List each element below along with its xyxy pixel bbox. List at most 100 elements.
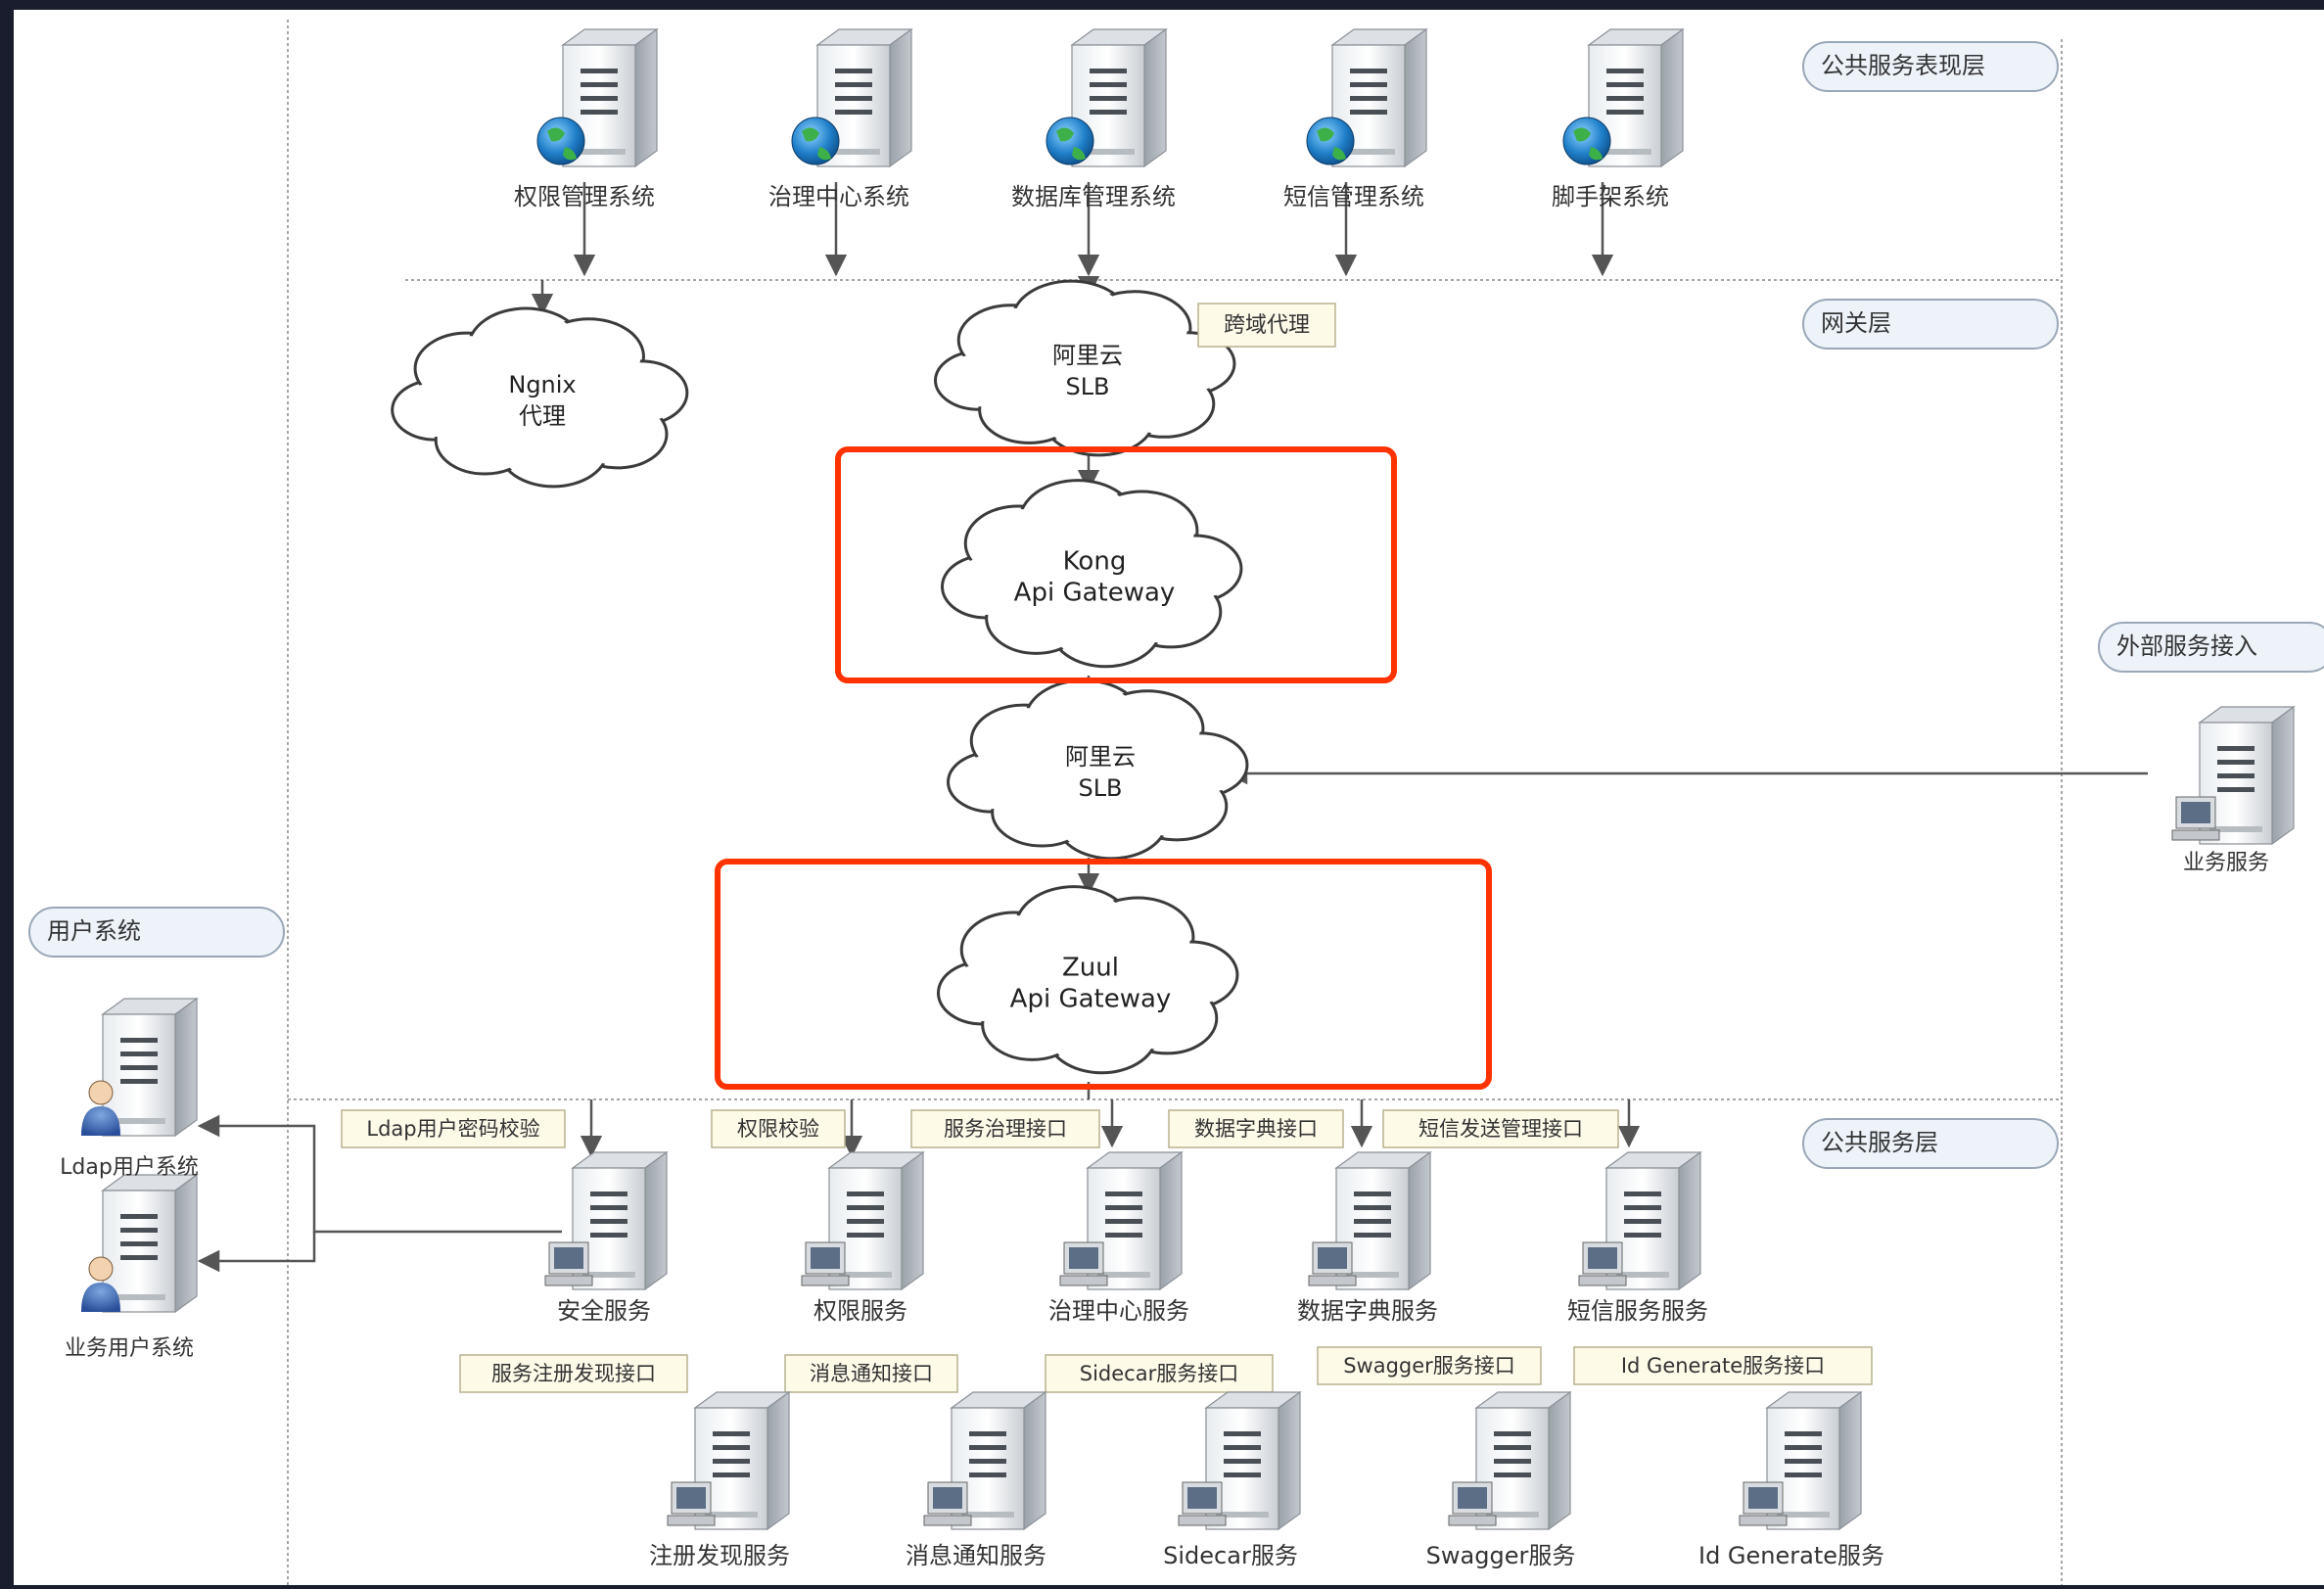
service-server-row1-4 [1308,1150,1432,1291]
diagram-canvas: 公共服务表现层网关层外部服务接入用户系统公共服务层 权限管理系统 治理中心系统 数据库… [14,10,2324,1585]
layer-pill-presentation-text: 公共服务表现层 [1821,52,1985,79]
interface-label-mid-1-text: 服务注册发现接口 [491,1362,656,1385]
interface-label-mid-1 [459,1354,688,1393]
top-system-server-4 [1306,27,1428,168]
top-system-server-3 [1046,27,1168,168]
interface-label-top-5-text: 短信发送管理接口 [1418,1117,1583,1141]
layer-pill-public-service-text: 公共服务层 [1821,1129,1938,1156]
cloud-zuul-text-1: Zuul [1062,954,1119,983]
interface-label-mid-5 [1573,1346,1873,1385]
service-label-row2-4: Swagger服务 [1426,1542,1576,1569]
top-system-label-1: 权限管理系统 [514,183,655,210]
service-server-row1-2 [801,1150,925,1291]
external-server-label: 业务服务 [2183,851,2269,875]
layer-pill-external [2098,622,2324,673]
layer-pill-public-service [1802,1118,2059,1169]
layer-pill-external-text: 外部服务接入 [2116,632,2257,660]
interface-label-top-4 [1168,1109,1344,1148]
link-security-to-business-user [197,1232,316,1273]
user-icon [88,1080,114,1105]
service-server-row2-2 [923,1390,1047,1531]
interface-label-top-4-text: 数据字典接口 [1194,1117,1318,1141]
link-security-to-ldap [197,1114,562,1234]
cloud-kong-text-1: Kong [1063,547,1127,577]
cloud-slb-top [934,279,1236,457]
interface-label-mid-4-text: Swagger服务接口 [1343,1354,1515,1378]
service-label-row1-5: 短信服务服务 [1567,1297,1708,1325]
cloud-zuul-text-2: Api Gateway [1010,985,1172,1014]
cloud-slb-top-text-2: SLB [1065,373,1109,400]
service-server-row2-4 [1448,1390,1572,1531]
interface-label-mid-2-text: 消息通知接口 [810,1362,933,1385]
layer-pill-gateway-text: 网关层 [1821,309,1891,337]
service-server-row1-3 [1059,1150,1184,1291]
cloud-nginx-text-2: 代理 [519,402,566,430]
interface-label-top-2-text: 权限校验 [737,1117,819,1141]
cloud-slb-mid-text-1: 阿里云 [1065,743,1136,771]
service-label-row1-4: 数据字典服务 [1297,1297,1438,1325]
service-label-row2-2: 消息通知服务 [906,1542,1046,1569]
service-server-row1-5 [1578,1150,1702,1291]
service-server-row2-3 [1178,1390,1302,1531]
external-business-server [2171,705,2296,846]
connector-layer [197,20,2148,1585]
interface-label-mid-3-text: Sidecar服务接口 [1080,1362,1238,1385]
service-label-row1-1: 安全服务 [557,1297,651,1325]
layer-pill-gateway [1802,299,2059,350]
layer-pill-user-system [28,907,285,958]
kong-highlight-box [835,446,1397,683]
globe-icon [1046,117,1094,165]
cloud-slb-mid-text-2: SLB [1078,774,1122,802]
top-system-label-4: 短信管理系统 [1283,183,1424,210]
interface-label-mid-4 [1317,1346,1542,1385]
interface-label-top-3 [910,1109,1100,1148]
cloud-nginx [391,306,689,489]
top-system-server-1 [536,27,659,168]
service-label-row1-2: 权限服务 [813,1297,907,1325]
interface-label-mid-2 [784,1354,958,1393]
service-label-row1-3: 治理中心服务 [1048,1297,1189,1325]
cloud-slb-top-text-1: 阿里云 [1052,342,1123,369]
globe-icon [536,117,585,165]
interface-label-mid-3 [1045,1354,1274,1393]
service-label-row2-1: 注册发现服务 [649,1542,790,1569]
interface-label-top-3-text: 服务治理接口 [944,1117,1067,1141]
interface-label-top-1-text: Ldap用户密码校验 [366,1117,539,1141]
cloud-zuul [937,885,1239,1075]
ldap-user-server [81,997,199,1138]
top-system-label-5: 脚手架系统 [1552,183,1669,210]
ldap-user-label: Ldap用户系统 [60,1155,199,1180]
cross-domain-tag [1197,303,1336,348]
top-system-label-2: 治理中心系统 [768,183,909,210]
cross-domain-tag-text: 跨域代理 [1224,313,1310,338]
user-icon [88,1256,114,1282]
service-label-row2-5: Id Generate服务 [1698,1542,1884,1569]
interface-label-top-5 [1382,1109,1619,1148]
cloud-kong-text-2: Api Gateway [1014,579,1176,608]
globe-icon [1306,117,1355,165]
cloud-nginx-text-1: Ngnix [508,371,576,398]
layer-pill-presentation [1802,41,2059,92]
top-system-label-3: 数据库管理系统 [1011,183,1176,210]
shape-layer [28,27,2324,1531]
service-server-row1-1 [544,1150,669,1291]
business-user-label: 业务用户系统 [65,1336,194,1361]
interface-label-mid-5-text: Id Generate服务接口 [1621,1354,1825,1378]
globe-icon [791,117,840,165]
service-label-row2-3: Sidecar服务 [1163,1542,1298,1569]
top-system-server-2 [791,27,913,168]
globe-icon [1562,117,1611,165]
business-user-server [81,1173,199,1314]
cloud-kong [941,479,1243,669]
zuul-highlight-box [715,859,1492,1090]
top-system-server-5 [1562,27,1685,168]
cloud-slb-mid [947,678,1249,861]
service-server-row2-5 [1739,1390,1863,1531]
layer-pill-user-system-text: 用户系统 [47,917,141,945]
service-server-row2-1 [667,1390,791,1531]
interface-label-top-2 [711,1109,846,1148]
interface-label-top-1 [341,1109,566,1148]
